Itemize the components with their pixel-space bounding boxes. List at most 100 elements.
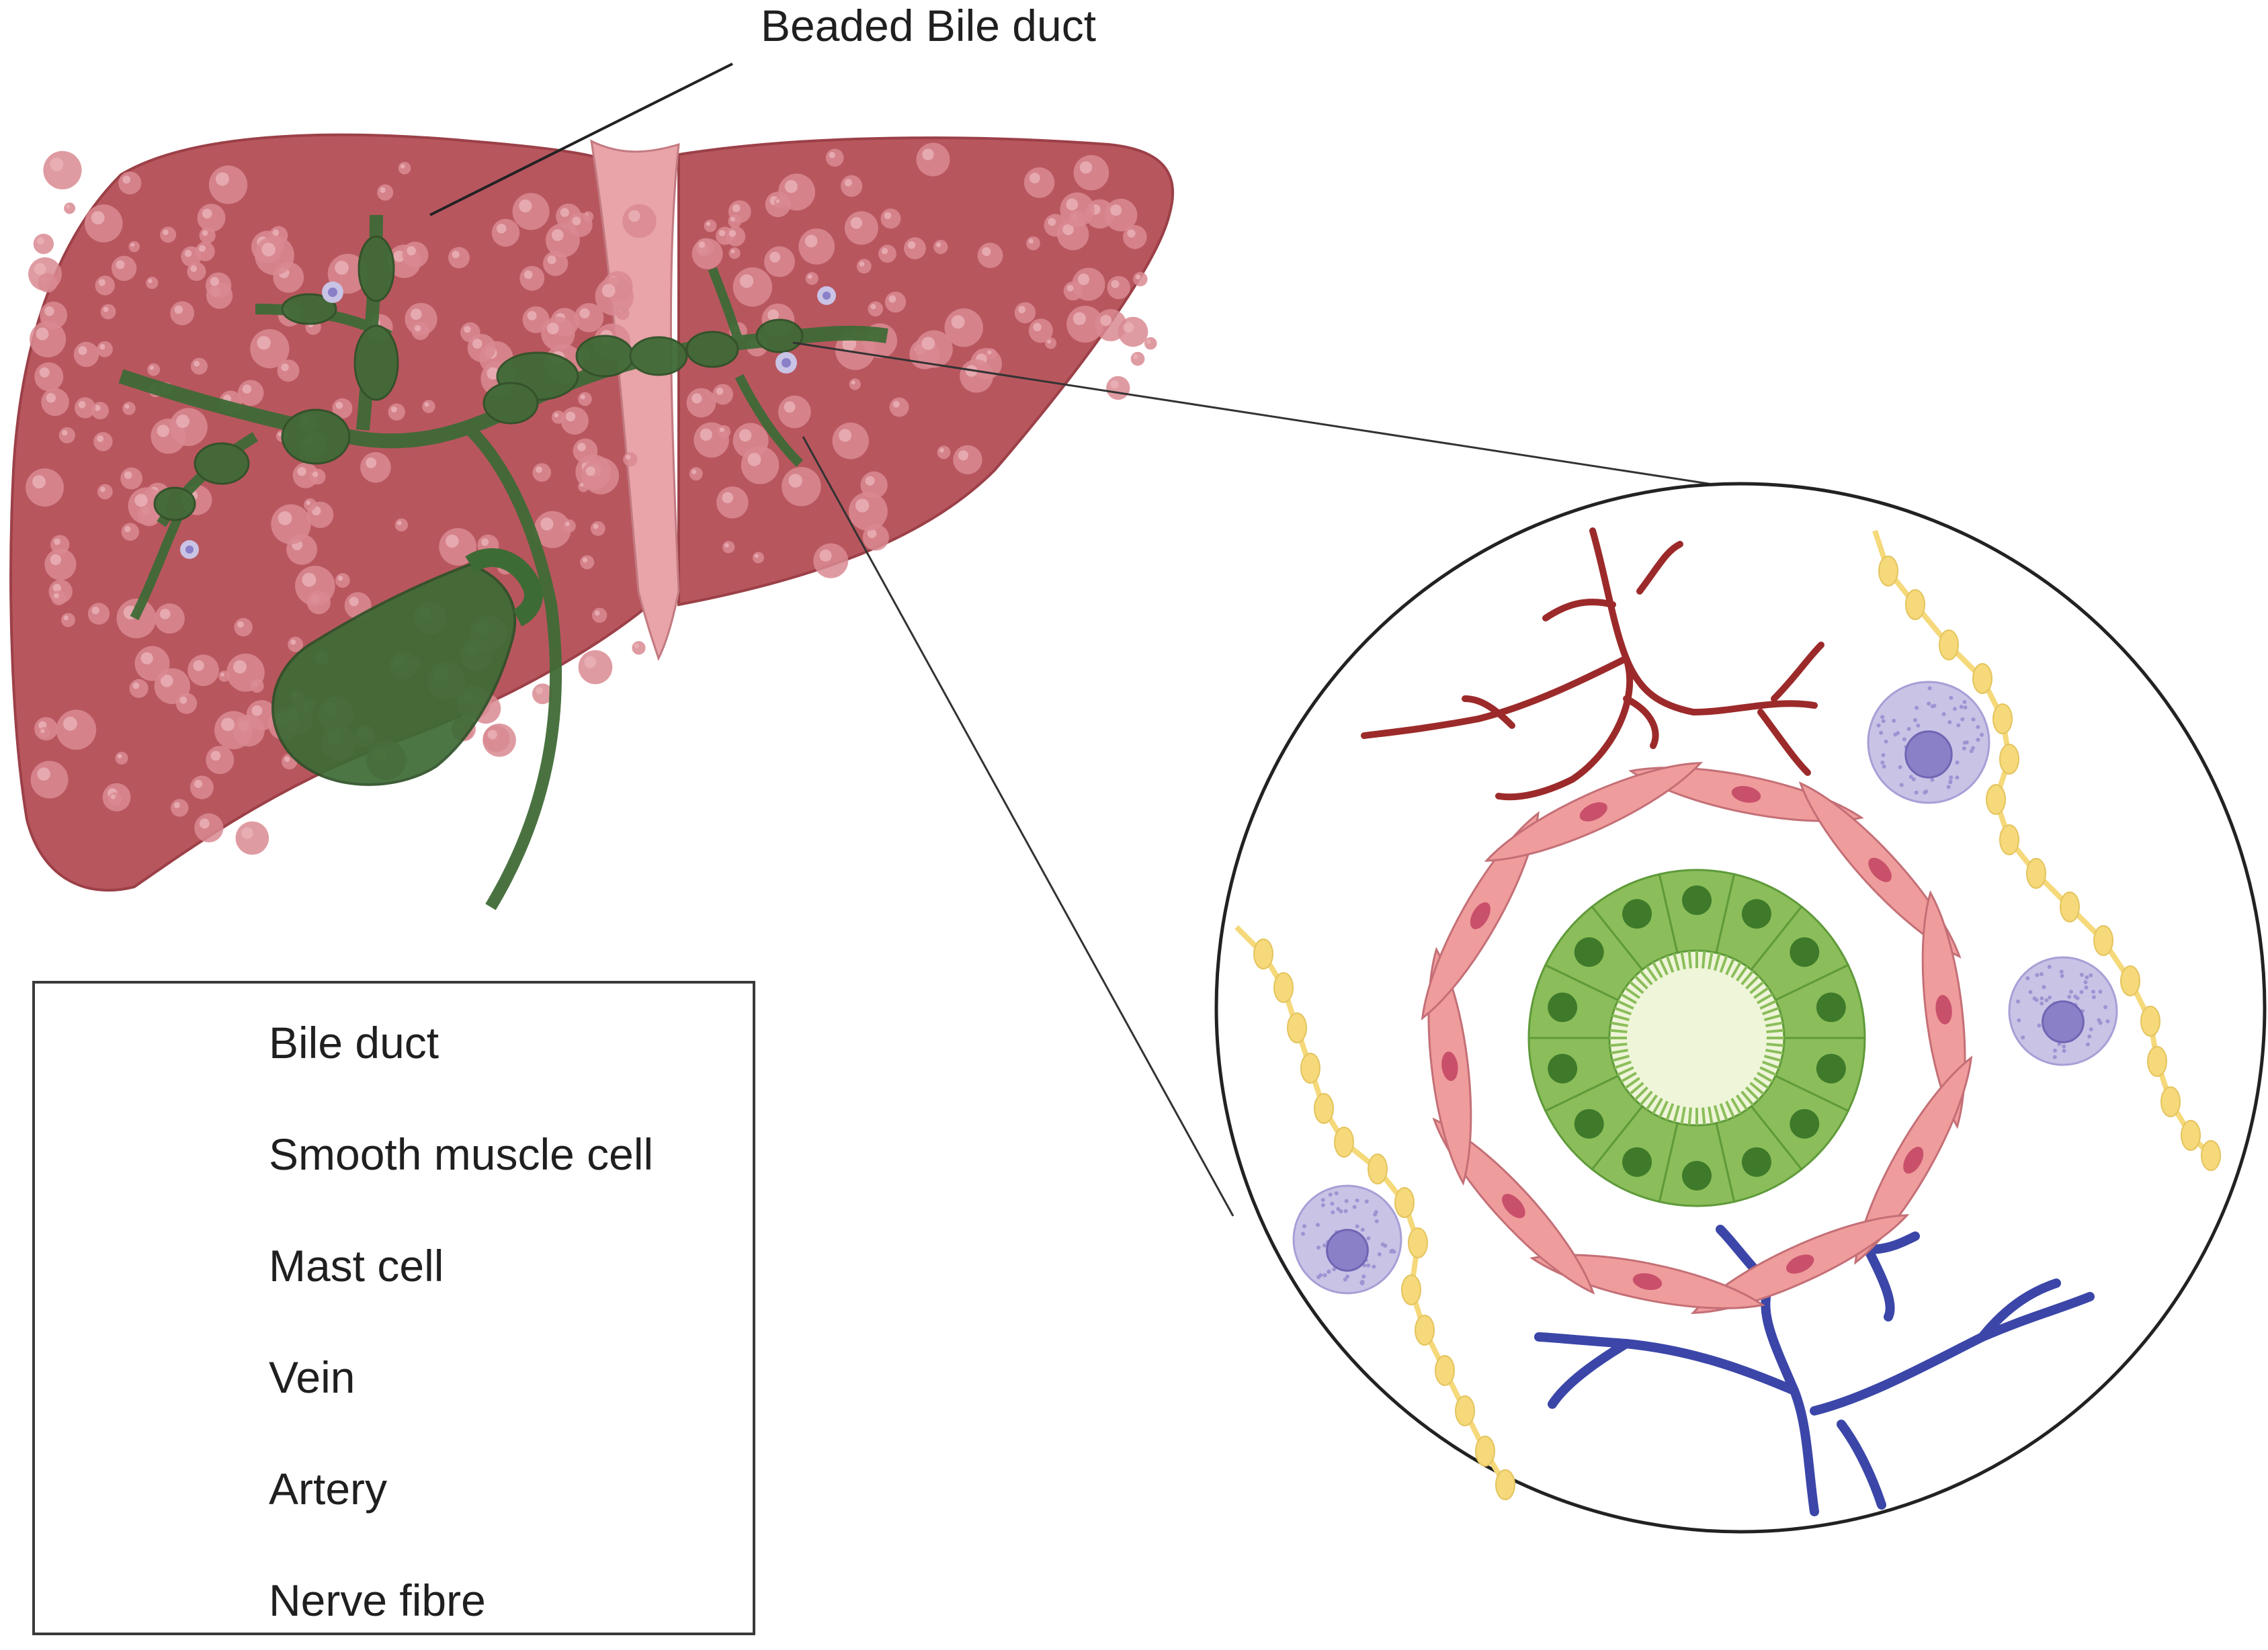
nerve-bead — [1300, 1053, 1320, 1084]
liver-nodule — [741, 446, 780, 484]
mast-cell-granule — [2047, 965, 2052, 969]
mast-cell-granule — [1876, 723, 1881, 728]
liver-nodule-highlight — [536, 466, 542, 473]
mast-cell-granule — [1899, 783, 1904, 787]
mast-cell-granule — [2079, 990, 2084, 994]
liver-nodule — [1106, 376, 1130, 400]
liver-nodule-highlight — [496, 223, 507, 234]
liver-nodule — [1023, 167, 1055, 198]
liver-nodule — [782, 466, 821, 507]
liver-nodule-highlight — [281, 363, 289, 372]
artery-branch — [1542, 599, 1616, 621]
liver-nodule — [187, 262, 206, 281]
liver-nodule-highlight — [523, 270, 533, 279]
artery-branch — [1361, 655, 1630, 739]
liver-nodule — [199, 227, 216, 244]
liver-nodule-highlight — [400, 164, 405, 169]
liver-nodule — [848, 492, 888, 531]
bile-duct-microvillus — [1645, 1094, 1658, 1111]
bile-duct-microvillus — [1753, 986, 1769, 999]
liver-nodule-highlight — [472, 339, 482, 349]
liver-nodule-highlight — [732, 204, 741, 212]
vein-branch — [1863, 1245, 1895, 1321]
liver-nodule — [856, 259, 872, 274]
liver-nodule — [214, 711, 253, 750]
mast-cell-granule — [1896, 731, 1900, 736]
liver-nodule — [34, 362, 64, 392]
liver-nodule — [155, 603, 185, 634]
bile-duct-microvillus — [1765, 1049, 1783, 1055]
liver-nodule — [41, 388, 69, 417]
liver-nodule — [84, 204, 123, 243]
liver-nodule-highlight — [594, 610, 600, 616]
nerve-bead — [2147, 1046, 2167, 1077]
mast-cell-nucleus — [2042, 1000, 2085, 1043]
mast-cell-granule — [1927, 686, 1932, 691]
mast-cell-granule — [1331, 1210, 1335, 1215]
bile-duct-microvillus — [1614, 1060, 1632, 1070]
vein-branch — [1548, 1339, 1631, 1409]
mast-cell-granule — [1302, 1224, 1307, 1229]
liver-nodule-highlight — [982, 247, 991, 257]
liver-nodule-highlight — [290, 639, 296, 645]
nerve-bead — [1253, 939, 1273, 969]
liver-nodule-highlight — [163, 229, 169, 235]
gallbladder — [271, 548, 543, 786]
nerve-fibre-left — [1234, 925, 1515, 1500]
bile-duct-microvillus — [1624, 986, 1640, 999]
bile-duct-microvillus — [1740, 1090, 1755, 1106]
bile-duct-microvillus — [1620, 993, 1637, 1004]
liver-nodule — [128, 241, 140, 253]
nerve-bead — [1394, 1187, 1415, 1218]
bile-duct-microvillus — [1611, 1054, 1630, 1062]
mast-cell-granule — [1339, 1209, 1343, 1213]
mast-cell-granule — [1392, 1250, 1396, 1254]
bile-duct-microvillus — [1687, 951, 1692, 969]
liver-nodule-highlight — [297, 467, 306, 476]
mast-cell-granule — [1898, 765, 1902, 769]
mast-cell-granule — [1880, 715, 1885, 720]
mast-cell-granule — [1330, 1201, 1335, 1206]
mast-cell-granule — [2016, 999, 2021, 1004]
liver-nodule-highlight — [52, 583, 62, 593]
mast-cell-granule — [2091, 995, 2096, 1000]
liver-nodule — [728, 214, 742, 228]
bile-duct-microvillus — [1673, 953, 1681, 971]
liver-nodule-highlight — [1018, 306, 1026, 314]
liver-nodule — [377, 184, 394, 201]
liver-nodule — [960, 359, 993, 393]
liver-nodule — [813, 543, 849, 578]
bile-duct-microvillus — [1766, 1029, 1784, 1033]
liver-nodule — [75, 397, 96, 419]
liver-nodule-highlight — [99, 486, 106, 492]
liver-nodule-highlight — [251, 705, 263, 716]
liver-nodule-highlight — [220, 672, 225, 677]
liver-nodule-highlight — [39, 367, 50, 378]
liver-nodule — [581, 462, 608, 489]
nerve-bead — [2093, 925, 2113, 956]
mast-cell-granule — [2021, 1035, 2025, 1040]
liver-nodule-highlight — [199, 818, 210, 829]
liver-nodule — [269, 226, 288, 245]
mast-cell-granule — [2032, 996, 2037, 1001]
liver-nodule-highlight — [1028, 238, 1034, 244]
bile-duct-cell-nucleus — [1574, 937, 1604, 967]
bile-duct-microvillus — [1757, 993, 1773, 1004]
liver-nodule-highlight — [157, 425, 169, 437]
liver-nodule — [234, 617, 253, 637]
liver-nodule-highlight — [487, 367, 499, 380]
liver-nodule-highlight — [424, 402, 429, 407]
liver-nodule-highlight — [134, 494, 148, 507]
mast-cell-upper — [1867, 681, 1990, 804]
vein-branch — [1534, 1332, 1799, 1395]
liver-nodule-highlight — [819, 549, 832, 562]
liver-nodule — [773, 197, 786, 208]
mast-cell-granule — [2062, 1044, 2066, 1049]
liver-nodule-highlight — [584, 656, 597, 668]
liver-nodule-highlight — [194, 360, 200, 367]
liver-nodule-highlight — [122, 175, 131, 184]
bile-duct-cell-nucleus — [1682, 1161, 1712, 1190]
smooth-muscle-cell — [1432, 1117, 1595, 1295]
liver-nodule — [271, 504, 311, 545]
liver-nodule — [87, 603, 110, 625]
